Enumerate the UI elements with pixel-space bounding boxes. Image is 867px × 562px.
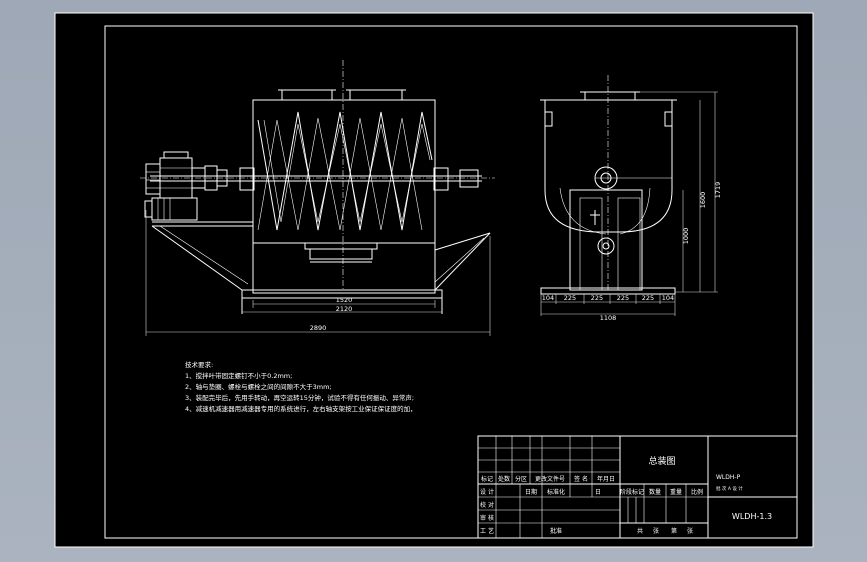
side-view xyxy=(540,75,677,295)
dim-middle: 2120 xyxy=(336,305,353,313)
front-view xyxy=(140,60,495,314)
dim-seg-5: 225 xyxy=(642,294,654,302)
technical-notes: 技术要求: 1、搅拌叶带固定螺钉不小于0.2mm; 2、轴与垫圈、螺栓与螺栓之间… xyxy=(185,360,417,413)
hdr-change-doc: 更改文件号 xyxy=(535,475,565,483)
dim-side-width: 1108 xyxy=(600,314,617,322)
dim-seg-1: 104 xyxy=(542,294,554,302)
side-tank xyxy=(544,99,673,233)
ribbon-agitator-outer xyxy=(257,111,433,231)
front-dimensions: 1520 2120 2890 xyxy=(145,210,491,336)
side-dimensions: 104 225 225 225 225 104 1108 1000 1600 1… xyxy=(540,91,722,322)
tech-title: 技术要求: xyxy=(185,360,213,369)
row-design-day: 日 xyxy=(595,489,601,496)
dim-seg-6: 104 xyxy=(662,294,674,302)
drawing-number: WLDH-1.3 xyxy=(732,512,772,521)
drawing-name: 总装图 xyxy=(648,455,675,467)
side-base xyxy=(540,287,676,295)
mixer-trough xyxy=(252,99,436,294)
sheet-no-prefix: 第 xyxy=(671,527,677,535)
inner-frame xyxy=(104,25,798,539)
dim-overall: 2890 xyxy=(310,324,327,332)
sheet-total-suffix: 张 xyxy=(653,527,659,535)
note-4: 4、减速机减速器用减速器专用的系统进行，左右轴支架按工业保证保证度的加， xyxy=(185,404,417,413)
row-approve: 批准 xyxy=(550,527,562,535)
stage-scale: 比例 xyxy=(691,488,703,496)
row-design-std: 标准化 xyxy=(547,488,565,496)
row-design-date: 日期 xyxy=(525,488,537,496)
dim-h3: 1719 xyxy=(714,182,722,199)
row-check: 校 对 xyxy=(480,501,494,509)
dim-h1: 1000 xyxy=(682,228,690,245)
hdr-zone: 分区 xyxy=(515,475,527,483)
hdr-date: 年月日 xyxy=(597,475,615,483)
bearing-left xyxy=(239,167,255,191)
hdr-count: 处数 xyxy=(498,475,510,483)
title-block: 标记 处数 分区 更改文件号 签 名 年月日 设 计 日期 标准化 日 校 对 … xyxy=(477,435,798,539)
hdr-sign: 签 名 xyxy=(574,475,588,483)
sheet-no-suffix: 张 xyxy=(687,527,693,535)
note-1: 1、搅拌叶带固定螺钉不小于0.2mm; xyxy=(185,371,292,380)
row-process: 工 艺 xyxy=(480,527,494,535)
dim-seg-2: 225 xyxy=(564,294,576,302)
dim-seg-4: 225 xyxy=(617,294,629,302)
note-3: 3、装配完毕后，先用手转动，再空运转15分钟，试验不得有任何振动、异常声; xyxy=(185,393,414,402)
stage-weight: 重量 xyxy=(670,488,682,496)
dim-inner: 1520 xyxy=(336,296,353,304)
row-audit: 审 核 xyxy=(480,514,494,522)
drawing-sheet xyxy=(54,12,814,548)
stage-qty: 数量 xyxy=(649,488,661,496)
code-top: WLDH-P xyxy=(716,474,741,481)
side-support xyxy=(569,189,643,291)
note-2: 2、轴与垫圈、螺栓与螺栓之间的间隙不大于3mm; xyxy=(185,382,332,391)
bearing-right xyxy=(433,167,449,191)
row-design: 设 计 xyxy=(480,488,494,496)
dim-h2: 1600 xyxy=(699,192,707,209)
hdr-mark: 标记 xyxy=(481,475,493,483)
sheet-total-prefix: 共 xyxy=(637,527,643,535)
dim-seg-3: 225 xyxy=(591,294,603,302)
stage-mark: 阶段标记 xyxy=(620,488,644,496)
base-frame xyxy=(241,289,443,299)
discharge-valve xyxy=(597,237,615,255)
code-top-sub: 批 次 A 设 计 xyxy=(716,485,743,492)
